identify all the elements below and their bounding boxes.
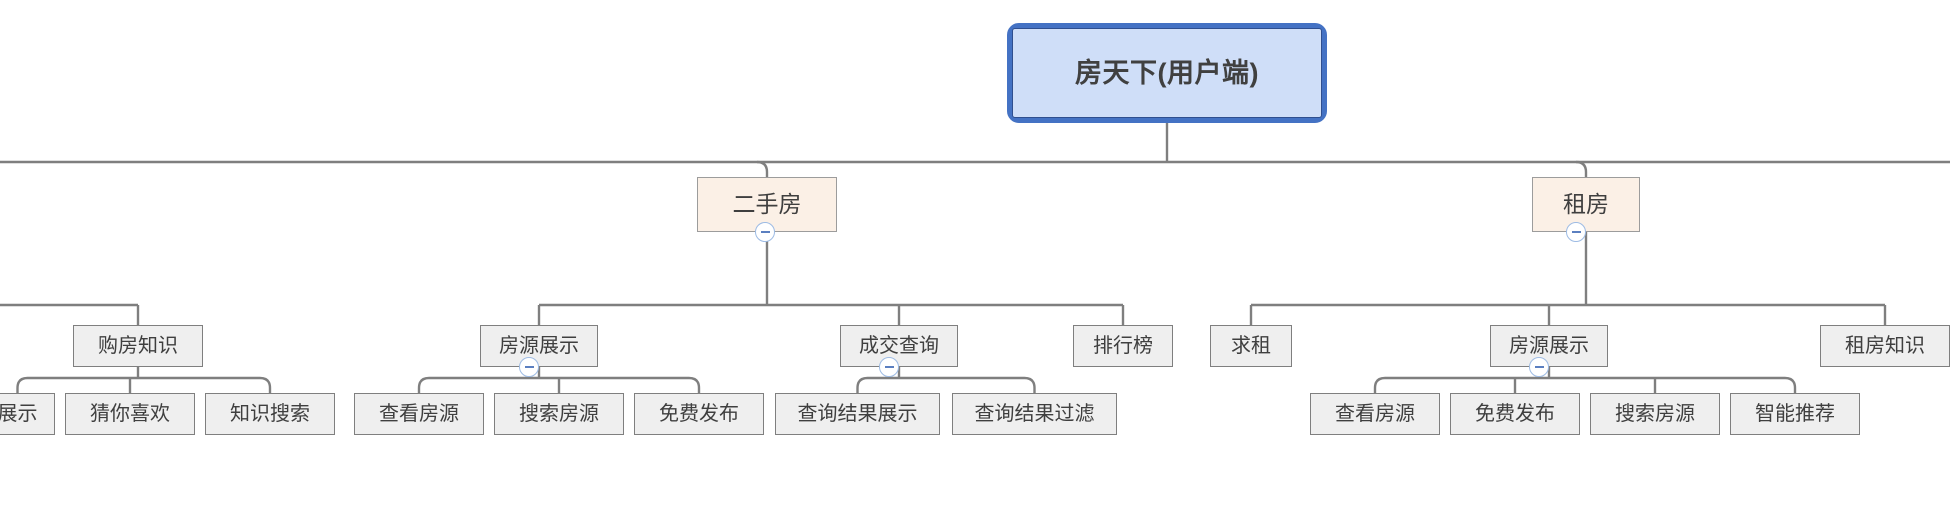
node-mianfeifabu-ershoufang-label: 免费发布 [659, 403, 739, 425]
node-paihangbang-label: 排行榜 [1093, 335, 1153, 357]
node-chengjiaochaxun[interactable]: 成交查询 [840, 325, 958, 367]
node-sousuofangyuan-zufang-label: 搜索房源 [1615, 403, 1695, 425]
node-chakanfangyuan-ershoufang[interactable]: 查看房源 [354, 393, 484, 435]
node-sousuofangyuan-zufang[interactable]: 搜索房源 [1590, 393, 1720, 435]
node-qiuzu-label: 求租 [1231, 335, 1271, 357]
node-chaxunjieguozhanshi[interactable]: 查询结果展示 [775, 393, 940, 435]
node-fangyuanzhanshi-ershoufang[interactable]: 房源展示 [480, 325, 598, 367]
node-sousuofangyuan-ershoufang[interactable]: 搜索房源 [494, 393, 624, 435]
node-zhanshi[interactable]: 展示 [0, 393, 55, 435]
node-fangyuanzhanshi-zufang-label: 房源展示 [1509, 335, 1589, 357]
node-chakanfangyuan-zufang[interactable]: 查看房源 [1310, 393, 1440, 435]
root-node-label: 房天下(用户端) [1075, 57, 1259, 88]
node-zufang[interactable]: 租房 [1532, 177, 1640, 232]
minus-glyph [884, 366, 894, 368]
node-zhinengtuijian[interactable]: 智能推荐 [1730, 393, 1860, 435]
node-cainixihuan[interactable]: 猜你喜欢 [65, 393, 195, 435]
node-zufang-label: 租房 [1563, 191, 1609, 217]
node-goufangzhishi[interactable]: 购房知识 [73, 325, 203, 367]
node-zhinengtuijian-label: 智能推荐 [1755, 403, 1835, 425]
node-cainixihuan-label: 猜你喜欢 [90, 403, 170, 425]
collapse-minus-icon-fangyuanzhanshi-ershoufang[interactable] [519, 357, 539, 377]
collapse-minus-icon-zufang[interactable] [1566, 222, 1586, 242]
node-qiuzu[interactable]: 求租 [1210, 325, 1292, 367]
node-fangyuanzhanshi-zufang[interactable]: 房源展示 [1490, 325, 1608, 367]
node-mianfeifabu-zufang-label: 免费发布 [1475, 403, 1555, 425]
node-mianfeifabu-zufang[interactable]: 免费发布 [1450, 393, 1580, 435]
collapse-minus-icon-fangyuanzhanshi-zufang[interactable] [1529, 357, 1549, 377]
node-chakanfangyuan-ershoufang-label: 查看房源 [379, 403, 459, 425]
node-chaxunjieguozhanshi-label: 查询结果展示 [797, 403, 918, 425]
node-fangyuanzhanshi-ershoufang-label: 房源展示 [499, 335, 579, 357]
node-sousuofangyuan-ershoufang-label: 搜索房源 [519, 403, 599, 425]
node-ershoufang-label: 二手房 [732, 191, 802, 217]
node-mianfeifabu-ershoufang[interactable]: 免费发布 [634, 393, 764, 435]
node-chakanfangyuan-zufang-label: 查看房源 [1335, 403, 1415, 425]
minus-glyph [1534, 366, 1544, 368]
node-paihangbang[interactable]: 排行榜 [1073, 325, 1173, 367]
node-zhishisousuo-label: 知识搜索 [230, 403, 310, 425]
collapse-minus-icon-chengjiaochaxun[interactable] [879, 357, 899, 377]
node-goufangzhishi-label: 购房知识 [98, 335, 178, 357]
node-chaxunjieguoguolv-label: 查询结果过滤 [974, 403, 1095, 425]
node-chengjiaochaxun-label: 成交查询 [859, 335, 939, 357]
node-zhishisousuo[interactable]: 知识搜索 [205, 393, 335, 435]
root-node-fangtianxia[interactable]: 房天下(用户端) [1012, 28, 1322, 118]
minus-glyph [1571, 231, 1581, 233]
node-zufangzhishi-label: 租房知识 [1845, 335, 1925, 357]
collapse-minus-icon-ershoufang[interactable] [755, 222, 775, 242]
minus-glyph [760, 231, 770, 233]
minus-glyph [524, 366, 534, 368]
node-zhanshi-label: 展示 [0, 403, 38, 425]
node-zufangzhishi[interactable]: 租房知识 [1820, 325, 1950, 367]
node-chaxunjieguoguolv[interactable]: 查询结果过滤 [952, 393, 1117, 435]
